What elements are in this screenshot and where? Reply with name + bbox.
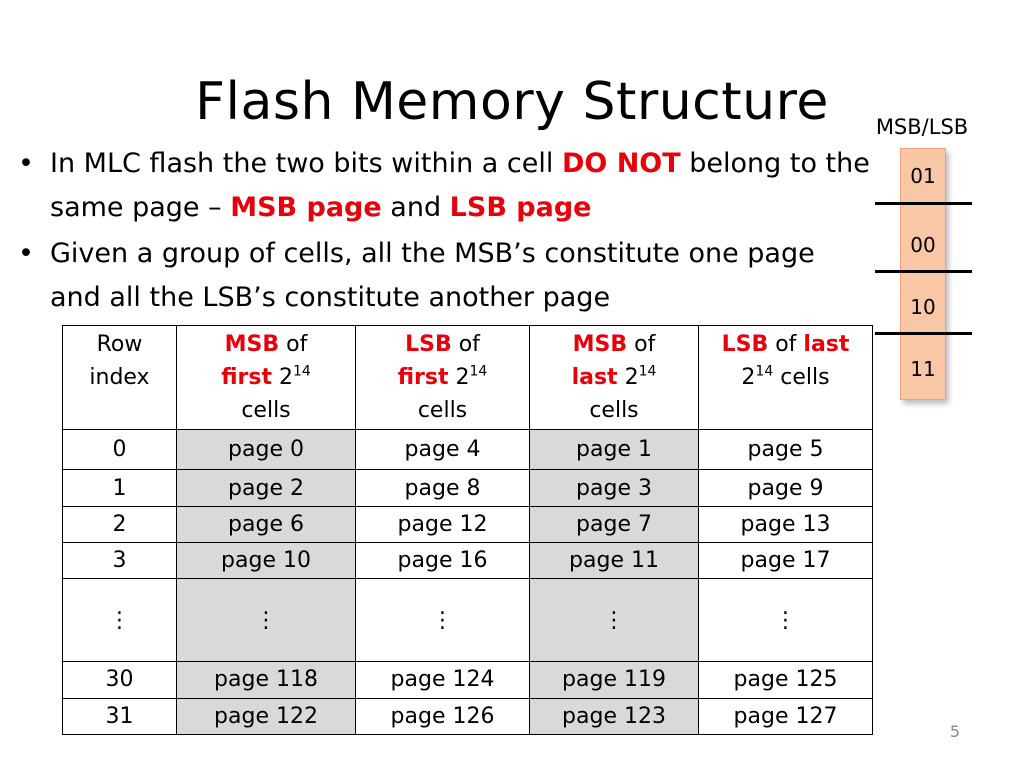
bullet-item-2: • Given a group of cells, all the MSB’s … xyxy=(12,232,872,320)
header-text: of xyxy=(279,332,308,357)
header-exponent: 14 xyxy=(755,363,774,380)
cell-state-01: 01 xyxy=(910,164,936,188)
threshold-line-1 xyxy=(875,202,972,205)
msb-last-cell: page 11 xyxy=(529,542,699,580)
table-row: 1 page 2 page 8 page 3 page 9 xyxy=(62,469,873,508)
header-text: of xyxy=(627,332,656,357)
row-index-cell: ⋮ xyxy=(62,578,177,662)
msb-last-cell: page 7 xyxy=(529,506,699,544)
msb-last-cell: page 1 xyxy=(529,428,699,471)
bullet-1-text-c: and xyxy=(381,192,450,223)
msb-last-cell: ⋮ xyxy=(529,578,699,662)
msb-first-cell: page 2 xyxy=(176,469,356,508)
msb-first-cell: page 118 xyxy=(176,660,356,699)
lsb-first-cell: page 126 xyxy=(355,697,530,736)
msb-last-cell: page 123 xyxy=(529,697,699,736)
row-index-cell: 2 xyxy=(62,506,177,544)
threshold-line-2 xyxy=(875,270,972,273)
lsb-first-cell: page 12 xyxy=(355,506,530,544)
cell-state-10: 10 xyxy=(910,295,936,319)
header-text: 2 xyxy=(271,365,293,390)
row-index-cell: 3 xyxy=(62,542,177,580)
cell-state-00: 00 xyxy=(910,233,936,257)
lsb-first-cell: ⋮ xyxy=(355,578,530,662)
header-msb-last: MSB of last 214 cells xyxy=(529,325,699,430)
lsb-last-cell: page 13 xyxy=(698,506,873,544)
lsb-first-cell: page 16 xyxy=(355,542,530,580)
bullet-1-emph-lsb-page: LSB page xyxy=(449,192,592,223)
header-emph: LSB xyxy=(721,332,769,357)
msb-first-cell: page 122 xyxy=(176,697,356,736)
table-header-row: Row index MSB of first 214 cells LSB of … xyxy=(62,325,873,430)
header-lsb-first: LSB of first 214 cells xyxy=(355,325,530,430)
row-index-cell: 1 xyxy=(62,469,177,508)
bullet-2-text: Given a group of cells, all the MSB’s co… xyxy=(50,238,815,313)
header-text: cells xyxy=(241,398,291,423)
bullet-item-1: • In MLC flash the two bits within a cel… xyxy=(12,142,872,230)
header-text: cells xyxy=(773,365,830,390)
threshold-line-3 xyxy=(875,332,972,335)
lsb-last-cell: page 17 xyxy=(698,542,873,580)
lsb-first-cell: page 8 xyxy=(355,469,530,508)
msb-lsb-label: MSB/LSB xyxy=(875,115,969,139)
header-text: cells xyxy=(417,398,468,423)
header-text: 2 xyxy=(617,365,639,390)
table-row: 2 page 6 page 12 page 7 page 13 xyxy=(62,506,873,544)
row-index-cell: 30 xyxy=(62,660,177,699)
header-exponent: 14 xyxy=(292,363,311,380)
header-emph: last xyxy=(571,365,618,390)
header-emph: MSB xyxy=(572,332,628,357)
msb-first-cell: page 10 xyxy=(176,542,356,580)
row-index-cell: 0 xyxy=(62,428,177,471)
header-msb-first: MSB of first 214 cells xyxy=(176,325,356,430)
table-row: 0 page 0 page 4 page 1 page 5 xyxy=(62,428,873,471)
bullet-1-text-b: belong to the same page – xyxy=(50,148,870,223)
page-mapping-table: Row index MSB of first 214 cells LSB of … xyxy=(62,325,873,736)
cell-state-11: 11 xyxy=(910,357,936,381)
cell-state-diagram: 01 00 10 11 xyxy=(900,148,946,400)
header-text: of xyxy=(451,332,480,357)
msb-first-cell: page 0 xyxy=(176,428,356,471)
lsb-last-cell: page 5 xyxy=(698,428,873,471)
header-text: 2 xyxy=(741,365,756,390)
bullet-1-emph-msb-page: MSB page xyxy=(230,192,382,223)
table-row: 30 page 118 page 124 page 119 page 125 xyxy=(62,660,873,699)
header-exponent: 14 xyxy=(469,363,488,380)
header-emph: last xyxy=(803,332,850,357)
msb-first-cell: ⋮ xyxy=(176,578,356,662)
header-lsb-last: LSB of last 214 cells xyxy=(698,325,873,430)
lsb-first-cell: page 4 xyxy=(355,428,530,471)
lsb-first-cell: page 124 xyxy=(355,660,530,699)
header-exponent: 14 xyxy=(638,363,657,380)
header-text: 2 xyxy=(448,365,470,390)
table-row-ellipsis: ⋮ ⋮ ⋮ ⋮ ⋮ xyxy=(62,578,873,662)
slide-title: Flash Memory Structure xyxy=(195,72,829,132)
header-emph: MSB xyxy=(224,332,280,357)
table-row: 31 page 122 page 126 page 123 page 127 xyxy=(62,697,873,736)
msb-last-cell: page 119 xyxy=(529,660,699,699)
row-index-cell: 31 xyxy=(62,697,177,736)
bullet-list: • In MLC flash the two bits within a cel… xyxy=(12,142,872,320)
lsb-last-cell: page 127 xyxy=(698,697,873,736)
msb-last-cell: page 3 xyxy=(529,469,699,508)
header-emph: LSB xyxy=(405,332,452,357)
msb-first-cell: page 6 xyxy=(176,506,356,544)
header-emph: first xyxy=(221,365,272,390)
header-row-index-line1: Row xyxy=(96,332,143,357)
lsb-last-cell: ⋮ xyxy=(698,578,873,662)
lsb-last-cell: page 125 xyxy=(698,660,873,699)
header-text: of xyxy=(768,332,804,357)
table-row: 3 page 10 page 16 page 11 page 17 xyxy=(62,542,873,580)
header-text: cells xyxy=(589,398,639,423)
header-emph: first xyxy=(397,365,449,390)
header-row-index: Row index xyxy=(62,325,177,430)
slide-page-number: 5 xyxy=(949,722,961,741)
bullet-dot-icon: • xyxy=(18,148,34,179)
lsb-last-cell: page 9 xyxy=(698,469,873,508)
bullet-dot-icon: • xyxy=(18,238,34,269)
header-row-index-line2: index xyxy=(89,365,150,390)
bullet-1-emph-do-not: DO NOT xyxy=(561,148,681,179)
bullet-1-text-a: In MLC flash the two bits within a cell xyxy=(50,148,562,179)
